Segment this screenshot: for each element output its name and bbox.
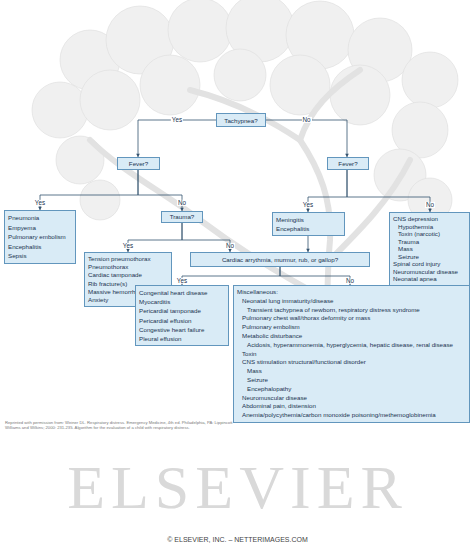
node-text: CNS depression: [393, 215, 466, 223]
connector: [347, 170, 432, 212]
node-text: Pneumonia: [8, 213, 72, 223]
node-text: Tachypnea?: [220, 116, 262, 125]
edge-label: No: [345, 277, 355, 283]
connector-line: [266, 120, 347, 157]
node-text: Neonatal lung immaturity/disease: [237, 297, 466, 306]
node-text: Anemia/polycythemia/carbon monoxide pois…: [237, 411, 466, 420]
node-text: Cardiac arrythmia, murmur, rub, or gallo…: [194, 255, 366, 265]
connector-line: [182, 223, 230, 252]
edge-label: Yes: [302, 201, 314, 207]
decision-box: Fever?: [117, 157, 160, 170]
decision-box: Tachypnea?: [216, 113, 266, 127]
connector: [38, 170, 138, 210]
edge-label: No: [225, 243, 235, 249]
connector-line: [308, 236, 309, 252]
arrow-head: [126, 249, 130, 252]
connector-line: [128, 223, 182, 252]
diagnosis-box: Congenital heart diseaseMyocarditisPeric…: [135, 285, 229, 346]
copyright-note: © ELSEVIER, INC. – NETTERIMAGES.COM: [0, 535, 475, 544]
edge-label: Yes: [176, 277, 188, 283]
decision-box: Fever?: [327, 157, 369, 170]
node-text: Acidosis, hyperammonemia, hyperglycemia,…: [237, 341, 466, 350]
node-text: Seizure: [237, 376, 466, 385]
edge-label: No: [177, 200, 187, 206]
arrow-head: [38, 207, 42, 210]
node-text: Metabolic disturbance: [237, 332, 466, 341]
arrow-head: [180, 208, 184, 211]
node-text: Trauma?: [165, 213, 199, 221]
node-text: Encephalitis: [276, 224, 341, 233]
node-text: Fever?: [331, 160, 365, 168]
connector-line: [138, 170, 182, 211]
connector: [266, 120, 349, 157]
connector: [136, 120, 216, 157]
connector: [306, 236, 310, 252]
diagnosis-box: MeningitisEncephalitis: [272, 212, 345, 236]
arrow-head: [306, 249, 310, 252]
node-text: CNS stimulation structural/functional di…: [237, 358, 466, 367]
node-text: Pleural effusion: [139, 334, 225, 343]
node-text: Encephalitis: [8, 242, 72, 252]
node-text: Congenital heart disease: [139, 288, 225, 297]
node-text: Trauma: [393, 238, 466, 246]
node-text: Meningitis: [276, 215, 341, 224]
diagnosis-box: Miscellaneous:Neonatal lung immaturity/d…: [233, 285, 470, 423]
decision-box: Trauma?: [161, 211, 203, 223]
connector-line: [40, 170, 138, 210]
diagnosis-box: CNS depressionHypothermiaToxin (narcotic…: [389, 212, 470, 286]
node-text: Cardiac tamponade: [88, 271, 168, 279]
node-text: Pulmonary embolism: [8, 232, 72, 242]
node-text: Myocarditis: [139, 297, 225, 306]
node-text: Toxin: [237, 350, 466, 359]
node-text: Neuromuscular disease: [237, 394, 466, 403]
arrow-head: [428, 209, 432, 212]
edge-label: Yes: [122, 243, 134, 249]
arrow-head: [136, 154, 140, 157]
node-text: Miscellaneous:: [237, 288, 466, 297]
decision-box: Cardiac arrythmia, murmur, rub, or gallo…: [190, 252, 370, 267]
node-text: Congestive heart failure: [139, 325, 225, 334]
connector-line: [347, 170, 430, 212]
node-text: Pulmonary chest wall/thorax deformity or…: [237, 314, 466, 323]
connector: [126, 223, 182, 252]
edge-label: Yes: [34, 199, 46, 205]
arrow-head: [306, 209, 310, 212]
arrow-head: [345, 154, 349, 157]
node-text: Spinal cord injury: [393, 260, 466, 268]
connector-line: [138, 120, 216, 157]
node-text: Seizure: [393, 253, 466, 261]
connector: [280, 267, 352, 285]
citation-note: Reprinted with permission from: Weiner D…: [5, 420, 235, 430]
node-text: Abdominal pain, distension: [237, 402, 466, 411]
node-text: Mass: [393, 245, 466, 253]
node-text: Pulmonary embolism: [237, 323, 466, 332]
connector-line: [280, 267, 350, 285]
node-text: Mass: [237, 367, 466, 376]
node-text: Sepsis: [8, 251, 72, 261]
arrow-head: [228, 249, 232, 252]
edge-label: No: [425, 201, 435, 207]
node-text: Encephalopathy: [237, 385, 466, 394]
connector: [180, 267, 280, 285]
node-text: Pericardial tamponade: [139, 306, 225, 315]
node-text: Hypothermia: [393, 223, 466, 231]
node-text: Pericardial effusion: [139, 316, 225, 325]
diagnosis-box: PneumoniaEmpyemaPulmonary embolismEnceph…: [4, 210, 76, 264]
node-text: Neonatal apnea: [393, 275, 466, 283]
edge-label: No: [301, 117, 311, 123]
node-text: Toxin (narcotic): [393, 230, 466, 238]
edge-label: Yes: [171, 117, 183, 123]
node-text: Empyema: [8, 223, 72, 233]
node-text: Neuromuscular disease: [393, 268, 466, 276]
node-text: Fever?: [121, 160, 156, 168]
node-text: Transient tachypnea of newborn, respirat…: [237, 306, 466, 315]
node-text: Pneumothorax: [88, 263, 168, 271]
watermark: ELSEVIER: [0, 452, 475, 522]
connector-line: [182, 267, 280, 285]
node-text: Tension pneumothorax: [88, 255, 168, 263]
